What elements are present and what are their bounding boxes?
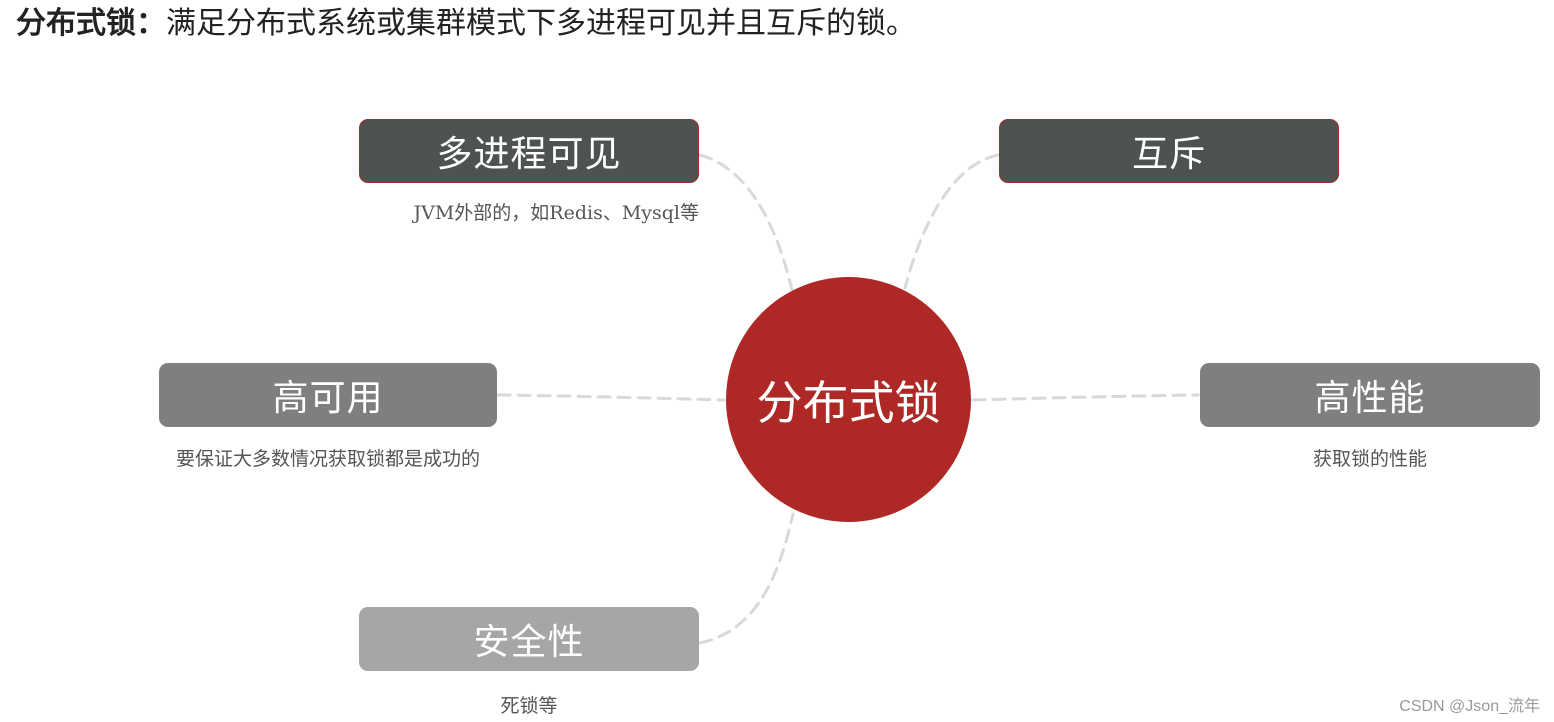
desc-high-performance: 获取锁的性能 xyxy=(1312,448,1427,470)
connector-high-availability xyxy=(496,393,726,402)
desc-high-availability: 要保证大多数情况获取锁都是成功的 xyxy=(175,448,480,470)
node-safety-label: 安全性 xyxy=(473,622,585,663)
desc-safety: 死锁等 xyxy=(500,695,558,717)
center-node: 分布式锁 xyxy=(726,277,971,522)
desc-multi-process-visible: JVM外部的，如Redis、Mysql等 xyxy=(413,202,699,224)
connector-high-performance xyxy=(971,393,1200,402)
connector-safety xyxy=(698,512,795,645)
node-high-performance-label: 高性能 xyxy=(1314,378,1426,419)
node-mutual-exclusion: 互斥 xyxy=(999,119,1339,183)
node-multi-process-visible-label: 多进程可见 xyxy=(436,134,622,175)
node-mutual-exclusion-label: 互斥 xyxy=(1131,134,1206,175)
connector-mutual-exclusion xyxy=(903,153,1000,290)
node-safety: 安全性 xyxy=(359,607,699,671)
heading-definition: 满足分布式系统或集群模式下多进程可见并且互斥的锁。 xyxy=(166,6,916,41)
center-node-label: 分布式锁 xyxy=(756,375,941,430)
watermark: CSDN @Json_流年 xyxy=(1399,698,1540,715)
node-multi-process-visible: 多进程可见 xyxy=(359,119,699,183)
node-high-performance: 高性能 xyxy=(1200,363,1540,427)
node-high-availability-label: 高可用 xyxy=(272,378,384,419)
heading-term: 分布式锁： xyxy=(16,6,166,41)
node-high-availability: 高可用 xyxy=(159,363,497,427)
page-heading: 分布式锁：满足分布式系统或集群模式下多进程可见并且互斥的锁。 xyxy=(16,2,916,46)
connector-multi-process-visible xyxy=(698,153,794,292)
